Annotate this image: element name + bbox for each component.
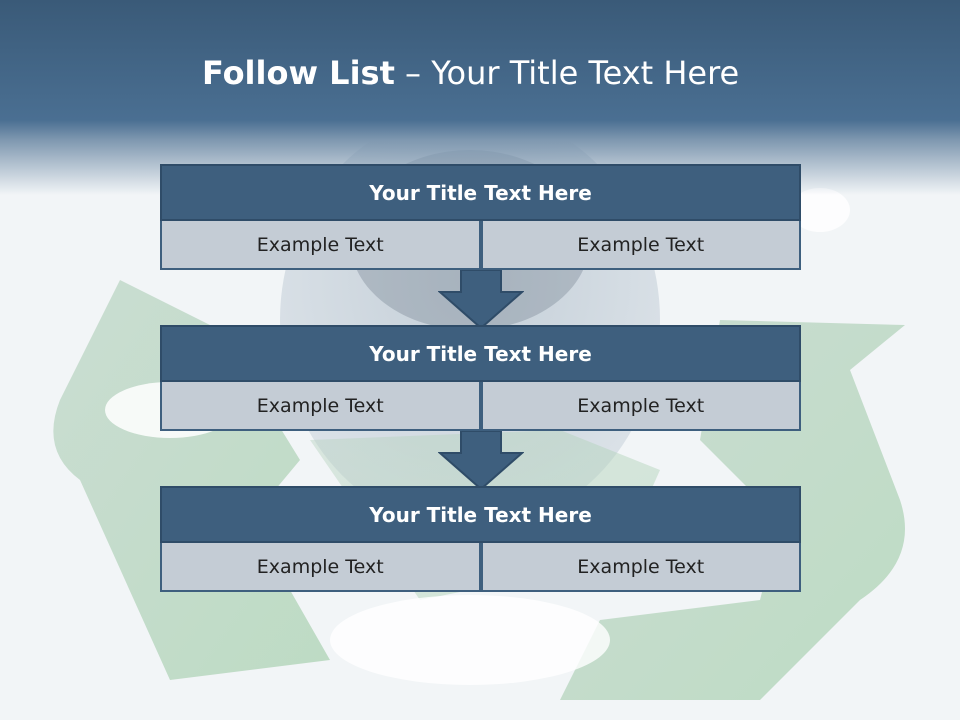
step-right-cell: Example Text <box>480 382 801 431</box>
step-left-cell: Example Text <box>160 543 481 592</box>
step-row: Example Text Example Text <box>160 221 801 270</box>
step-left-cell: Example Text <box>160 221 481 270</box>
page-title: Follow List – Your Title Text Here <box>202 54 739 92</box>
down-arrow-icon <box>438 431 524 491</box>
step-right-cell: Example Text <box>480 221 801 270</box>
step-title: Your Title Text Here <box>160 486 801 543</box>
step-block-1: Your Title Text Here Example Text Exampl… <box>160 164 801 270</box>
down-arrow-icon <box>438 270 524 330</box>
step-block-2: Your Title Text Here Example Text Exampl… <box>160 325 801 431</box>
step-title: Your Title Text Here <box>160 164 801 221</box>
step-right-cell: Example Text <box>480 543 801 592</box>
step-block-3: Your Title Text Here Example Text Exampl… <box>160 486 801 592</box>
title-bold: Follow List <box>202 54 395 92</box>
title-rest: – Your Title Text Here <box>394 54 740 92</box>
step-row: Example Text Example Text <box>160 382 801 431</box>
step-title: Your Title Text Here <box>160 325 801 382</box>
step-row: Example Text Example Text <box>160 543 801 592</box>
step-left-cell: Example Text <box>160 382 481 431</box>
